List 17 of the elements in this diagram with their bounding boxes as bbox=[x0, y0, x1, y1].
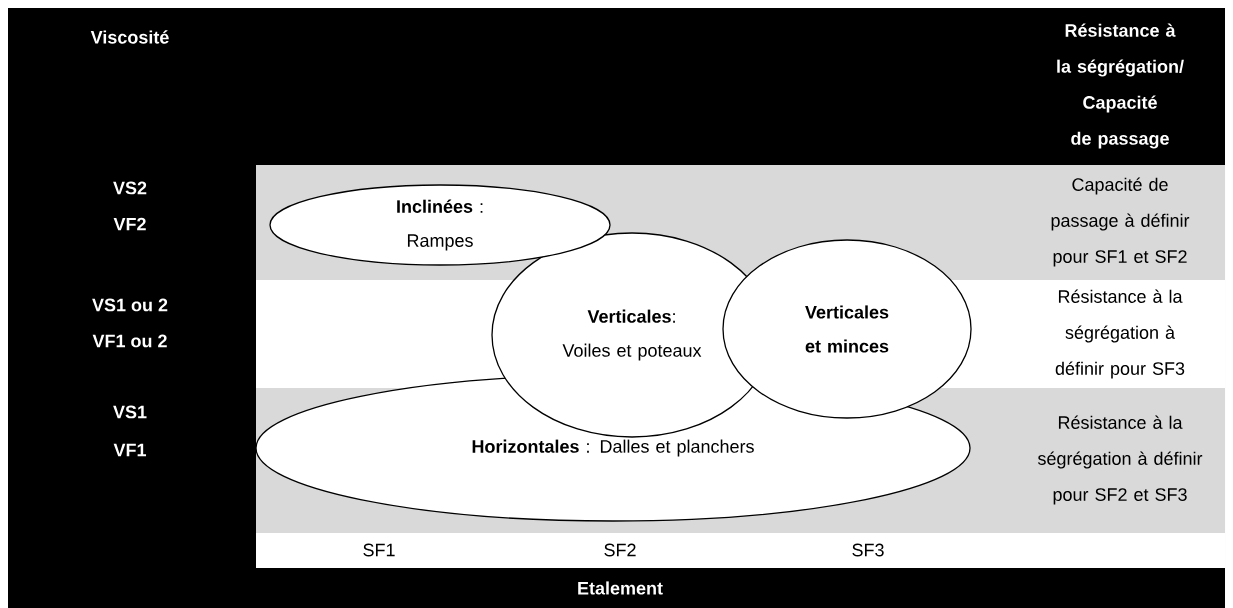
axis-title: Etalement bbox=[578, 581, 663, 595]
table-cell: Capacité de passage à définir pour SF1 et SF2 bbox=[1051, 177, 1190, 267]
table-cell: Résistance à la ségrégation à définir pour SF2 et SF3 bbox=[1037, 415, 1203, 505]
row-label: VF1 bbox=[113, 443, 146, 457]
row-label: VS2 bbox=[113, 181, 147, 195]
row-label: VS1 ou 2 bbox=[92, 298, 168, 312]
ellipse-region: Inclinées : Rampes bbox=[269, 184, 611, 266]
axis-title: Viscosité bbox=[90, 30, 169, 44]
ellipse-region: Verticales et minces bbox=[722, 239, 972, 419]
axis-label: SF1 bbox=[363, 543, 395, 557]
table-cell: Résistance à la ségrégation à définir pour SF3 bbox=[1055, 289, 1185, 379]
row-label: VF1 ou 2 bbox=[92, 334, 167, 348]
axis-label: SF2 bbox=[604, 543, 636, 557]
column-header: Résistance à la ségrégation/ Capacité de passage bbox=[1057, 23, 1184, 149]
row-label: VF2 bbox=[113, 217, 146, 231]
axis-label: SF3 bbox=[852, 543, 884, 557]
row-label: VS1 bbox=[113, 405, 147, 419]
